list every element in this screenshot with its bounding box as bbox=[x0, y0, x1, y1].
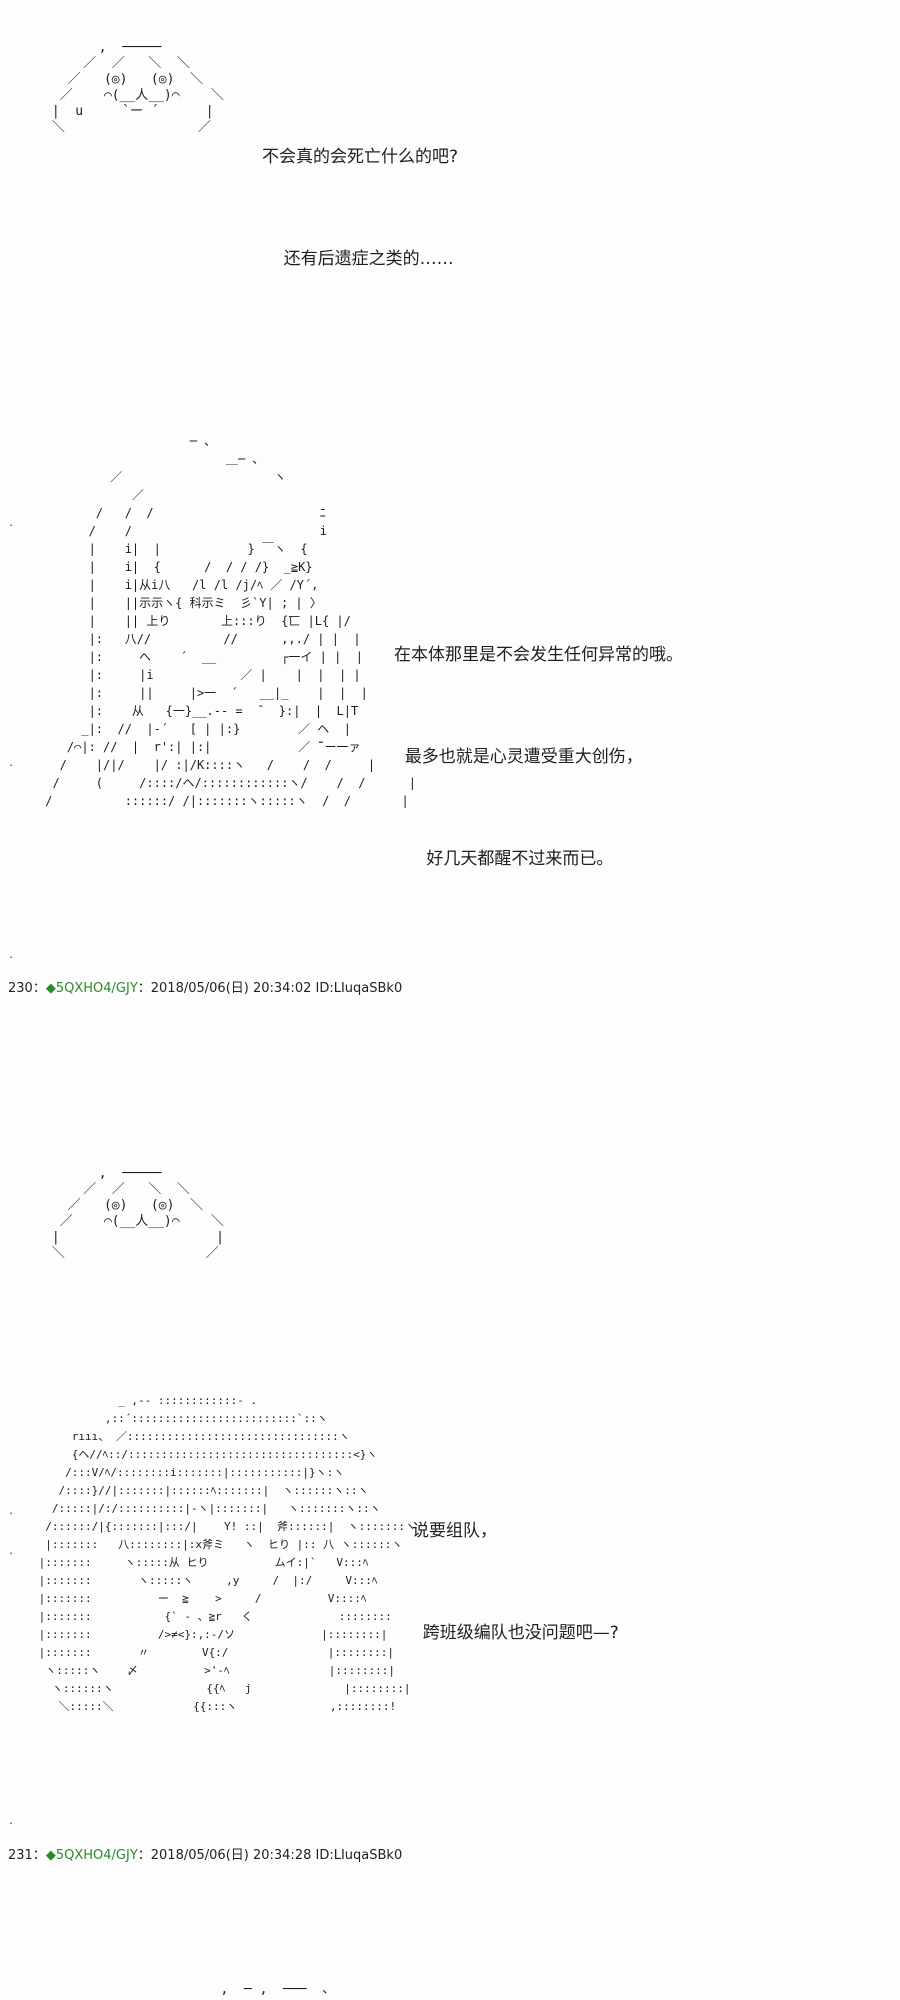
dialogue-line: 跨班级编队也没问题吧—? bbox=[412, 1623, 619, 1643]
dialogue-line: 不会真的会死亡什么的吧? bbox=[262, 147, 459, 167]
post-header-231: 231：◆5QXHO4/GJY：2018/05/06(日) 20:34:28 I… bbox=[8, 1848, 402, 1864]
dialogue-line: 说要组队， bbox=[412, 1521, 497, 1541]
girl-character-art: ─ 、 ＿─ 、 ／ ヽ ／ / / / ﾆ / / i | i| | } ￣ヽ bbox=[45, 434, 417, 808]
dialogue-line: 还有后遗症之类的…… bbox=[262, 249, 454, 269]
post-separator: ： bbox=[32, 1848, 46, 1863]
girl-character-art: _ ,-‐ ::::::::::::- . ,::´::::::::::::::… bbox=[38, 1394, 416, 1713]
dialogue-block-2: 在本体那里是不会发生任何异常的哦。 最多也就是心灵遭受重大创伤， 好几天都醒不过… bbox=[394, 570, 683, 944]
dialogue-line: 好几天都醒不过来而已。 bbox=[394, 849, 614, 869]
poster-tripcode: ◆5QXHO4/GJY bbox=[45, 1848, 138, 1863]
margin-dot: . bbox=[8, 1546, 15, 1557]
post-header-230: 230：◆5QXHO4/GJY：2018/05/06(日) 20:34:02 I… bbox=[8, 981, 402, 997]
post-meta: ：2018/05/06(日) 20:34:28 ID:LIuqaSBk0 bbox=[137, 1848, 403, 1863]
post-meta: ：2018/05/06(日) 20:34:02 ID:LIuqaSBk0 bbox=[137, 981, 403, 996]
dialogue-line: 最多也就是心灵遭受重大创伤， bbox=[394, 747, 643, 767]
dialogue-block-4: 说要组队， 跨班级编队也没问题吧—? bbox=[412, 1446, 619, 1718]
partial-ascii-art: , ─ , ─── 、 bbox=[150, 1982, 336, 1997]
post-number[interactable]: 230 bbox=[8, 981, 33, 996]
yaruo-face-art: , ───── ／ ／ ＼ ＼ ／ (◎) (◎) ＼ ／ ⌒(__人__)⌒ … bbox=[51, 40, 224, 135]
post-separator: ： bbox=[32, 981, 46, 996]
margin-dot: . bbox=[8, 1506, 15, 1517]
yaruo-face-art: , ───── ／ ／ ＼ ＼ ／ (◎) (◎) ＼ ／ ⌒(__人__)⌒ … bbox=[51, 1166, 225, 1261]
margin-dot: . bbox=[8, 1816, 15, 1827]
margin-dot: . bbox=[8, 518, 15, 529]
margin-dot: . bbox=[8, 950, 15, 961]
dialogue-line: 在本体那里是不会发生任何异常的哦。 bbox=[394, 645, 683, 665]
margin-dot: . bbox=[8, 758, 15, 769]
post-number[interactable]: 231 bbox=[8, 1848, 33, 1863]
poster-tripcode: ◆5QXHO4/GJY bbox=[45, 981, 138, 996]
dialogue-block-1: 不会真的会死亡什么的吧? 还有后遗症之类的…… bbox=[262, 72, 458, 344]
